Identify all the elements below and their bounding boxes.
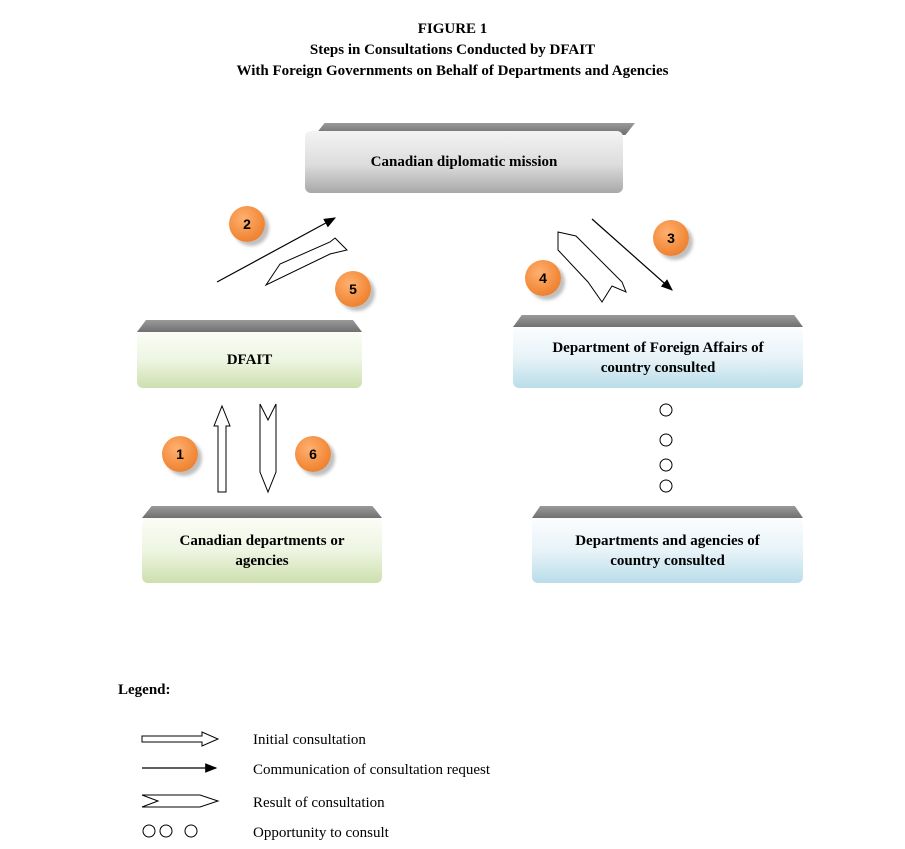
box-label-line1: Canadian departments or [179, 532, 345, 549]
legend-result-symbol [141, 794, 220, 808]
figure-subtitle-line2: With Foreign Governments on Behalf of De… [236, 63, 669, 79]
legend-label-initial-consultation: Initial consultation [253, 732, 366, 748]
box-label-line1: Department of Foreign Affairs of [552, 339, 764, 356]
box-label: DFAIT [226, 352, 273, 368]
legend-opportunity-dot [159, 824, 173, 838]
box-label: Canadian diplomatic mission [370, 154, 558, 170]
arrow-communication-dfait-to-mission [216, 217, 337, 283]
box-label-line2: agencies [235, 552, 289, 569]
opportunity-dot [659, 433, 673, 447]
legend-initial-consultation-symbol [141, 731, 220, 747]
box-dfait: DFAIT [137, 320, 362, 388]
step-badge-2: 2 [229, 206, 265, 242]
step-badge-6: 6 [295, 436, 331, 472]
legend-label-communication: Communication of consultation request [253, 762, 491, 778]
box-label-line2: country consulted [600, 359, 716, 376]
box-foreign-departments: Departments and agencies of country cons… [532, 506, 803, 583]
opportunity-dot [659, 403, 673, 417]
arrow-result-down [259, 403, 277, 494]
legend-opportunity-dot [142, 824, 156, 838]
figure-title: FIGURE 1 [417, 21, 488, 37]
step-badge-1: 1 [162, 436, 198, 472]
legend-title: Legend: [118, 682, 171, 698]
box-label-line1: Departments and agencies of [575, 532, 760, 549]
legend-opportunity-dot [184, 824, 198, 838]
legend-label-result: Result of consultation [253, 795, 385, 811]
arrow-communication-mission-to-foreign [591, 218, 673, 291]
opportunity-dot [659, 458, 673, 472]
legend-label-opportunity: Opportunity to consult [253, 825, 389, 841]
box-canadian-diplomatic-mission: Canadian diplomatic mission [305, 123, 635, 193]
arrow-initial-consultation [213, 404, 231, 493]
box-label-line2: country consulted [610, 552, 725, 569]
arrow-result-foreign-to-mission [557, 231, 627, 303]
box-canadian-departments: Canadian departments or agencies [142, 506, 382, 583]
figure-subtitle-line1: Steps in Consultations Conducted by DFAI… [309, 42, 596, 58]
box-foreign-affairs: Department of Foreign Affairs of country… [513, 315, 803, 388]
arrow-result-mission-to-dfait [264, 237, 348, 287]
step-badge-4: 4 [525, 260, 561, 296]
step-badge-5: 5 [335, 271, 371, 307]
step-badge-3: 3 [653, 220, 689, 256]
opportunity-dot [659, 479, 673, 493]
